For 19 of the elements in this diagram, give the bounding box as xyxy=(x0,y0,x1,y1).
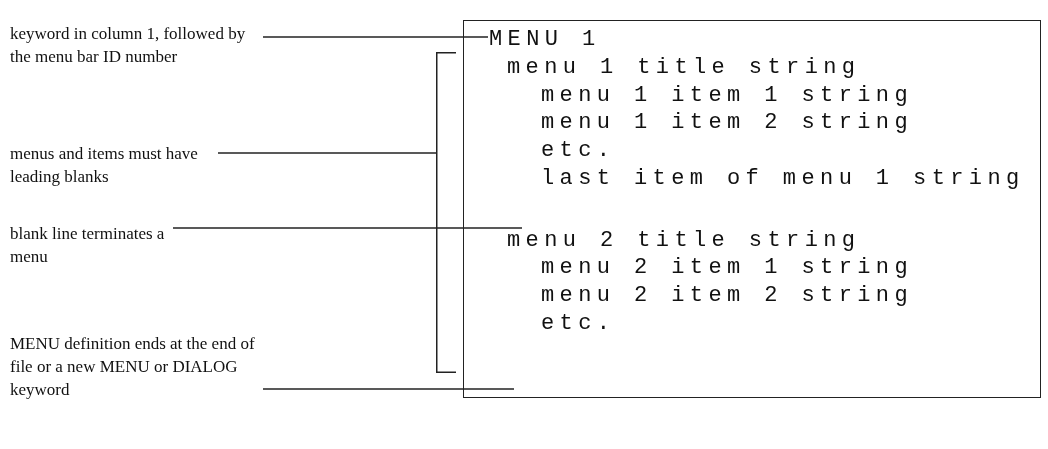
code-line: etc. xyxy=(541,137,616,165)
leader-line xyxy=(262,388,515,390)
code-box xyxy=(463,20,1041,398)
annotation-text: MENU definition ends at the end of file or a new MENU or DIALOG keyword xyxy=(10,332,260,401)
code-line: menu 1 item 2 string xyxy=(541,109,914,137)
code-line: menu 2 item 2 string xyxy=(541,282,914,310)
code-line: menu 2 item 1 string xyxy=(541,254,914,282)
leader-line xyxy=(217,152,437,154)
code-line: menu 1 item 1 string xyxy=(541,81,914,109)
annotation-text: keyword in column 1, followed by the menu bar ID number xyxy=(10,22,260,68)
annotation-text: blank line terminates a menu xyxy=(10,222,170,268)
code-line: menu 2 title string xyxy=(507,226,861,254)
code-line: last item of menu 1 string xyxy=(541,165,1025,192)
annotation-text: menus and items must have leading blanks xyxy=(10,142,215,188)
code-line: MENU 1 xyxy=(489,26,601,53)
code-line: etc. xyxy=(541,310,616,337)
leader-line xyxy=(172,227,523,229)
code-line: menu 1 title string xyxy=(507,53,861,81)
leader-line xyxy=(262,36,489,38)
